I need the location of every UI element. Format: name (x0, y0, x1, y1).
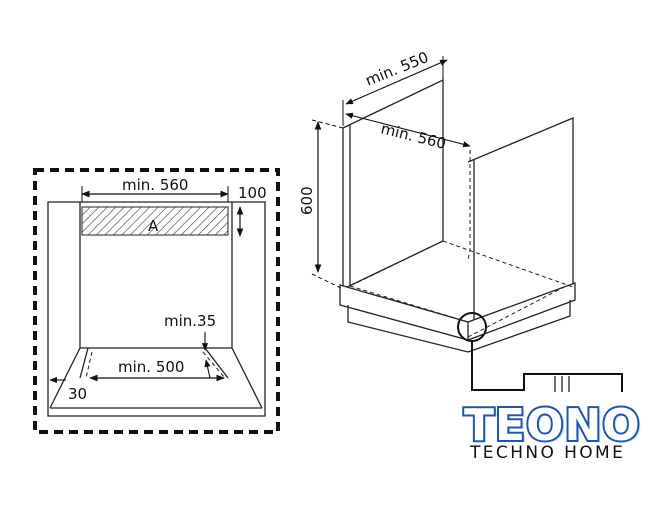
height-ext-top (311, 119, 344, 129)
logo-backdrop (462, 398, 658, 460)
cabinet-depth-label: min. 550 (363, 48, 431, 90)
logo-tagline: TECHNO HOME (469, 443, 625, 463)
front-width-label: min. 560 (122, 176, 188, 194)
cabinet-view (311, 56, 623, 392)
floor-dashed (85, 351, 226, 379)
cabinet-depth-dimension-line (345, 59, 448, 105)
front-depth-label: min.35 (164, 312, 216, 330)
height-ext-bottom (311, 273, 344, 290)
cabinet-top-hidden (467, 150, 471, 261)
front-side-label: 30 (68, 385, 87, 403)
front-view: A min. 560 100 min.35 min. 500 30 (33, 168, 280, 434)
depth-35-arrow-bottom (204, 359, 211, 379)
recess-outline (47, 201, 266, 417)
front-height-label: 100 (238, 184, 267, 202)
cabinet-height-label: 600 (298, 186, 316, 215)
front-bottom-width-label: min. 500 (118, 358, 184, 376)
logo-brand: TEONO (464, 400, 641, 451)
zone-a-hatch (81, 206, 229, 236)
cabinet-base-lower (347, 300, 571, 353)
cabinet-hidden-lines (349, 240, 574, 338)
logo-brand-shadow: TEONO (467, 402, 644, 453)
cabinet-width-dimension-line (345, 112, 471, 148)
detail-connector (471, 341, 623, 392)
outer-dashed-boundary (33, 168, 280, 434)
brand-logo: TEONO TEONO TECHNO HOME (462, 398, 658, 463)
cabinet-left-panel (342, 78, 444, 291)
zone-a-label: A (148, 217, 159, 235)
recess-floor (50, 347, 262, 409)
